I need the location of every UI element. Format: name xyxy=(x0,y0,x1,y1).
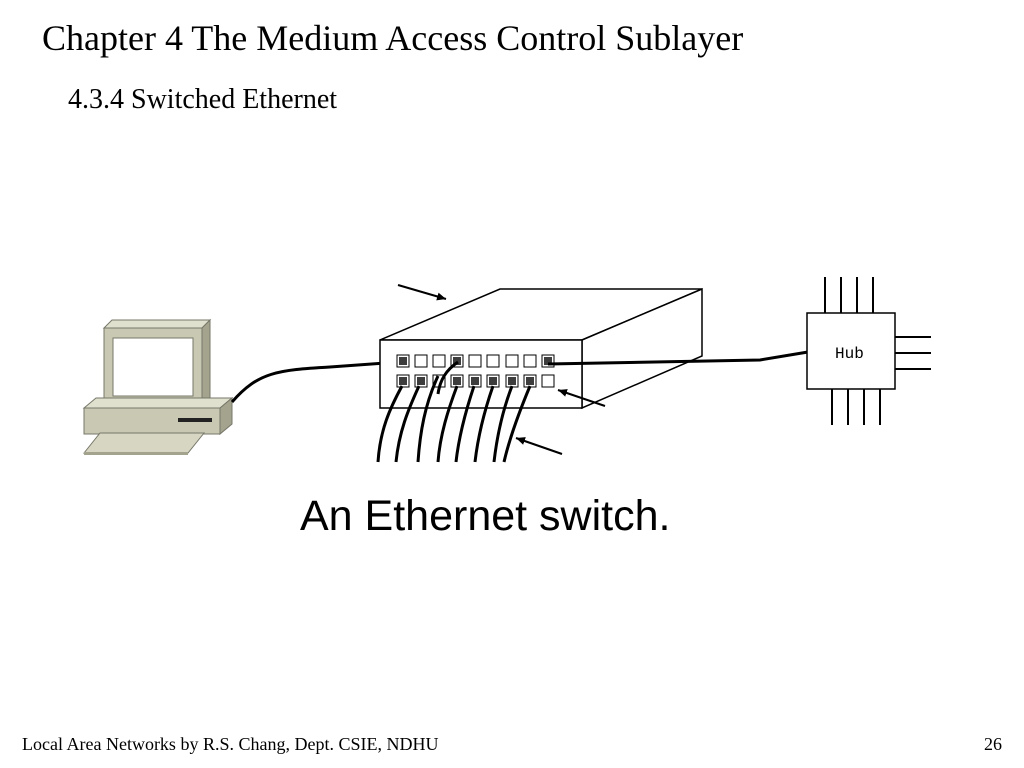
switch-port-plug xyxy=(453,377,461,385)
switch-port-plug xyxy=(417,377,425,385)
switch-port-plug xyxy=(489,377,497,385)
section-title: 4.3.4 Switched Ethernet xyxy=(68,84,338,115)
hub-icon: Hub xyxy=(806,277,931,425)
switch-port xyxy=(505,354,519,368)
switch-port-plug xyxy=(399,377,407,385)
switch-port-plug xyxy=(471,377,479,385)
page-number: 26 xyxy=(984,734,1002,754)
arrow-icon xyxy=(397,284,606,455)
computer-icon xyxy=(82,318,234,455)
figure-caption: An Ethernet switch. xyxy=(300,492,671,540)
switch-port xyxy=(523,354,537,368)
switch-port-plug xyxy=(544,357,552,365)
switch-port xyxy=(414,354,428,368)
switch-port xyxy=(486,354,500,368)
footer-credit: Local Area Networks by R.S. Chang, Dept.… xyxy=(22,734,439,754)
cable-switch-to-hub xyxy=(547,350,809,366)
ethernet-switch-icon xyxy=(379,287,703,410)
switch-port-plug xyxy=(526,377,534,385)
switch-port xyxy=(468,354,482,368)
cable-computer-to-switch xyxy=(230,360,401,403)
switch-port-plug xyxy=(399,357,407,365)
chapter-title: Chapter 4 The Medium Access Control Subl… xyxy=(42,18,744,58)
switch-port-plug xyxy=(508,377,516,385)
switch-port xyxy=(432,354,446,368)
switch-port xyxy=(541,374,555,388)
switch-drop-cables xyxy=(376,375,532,463)
cable-port-up xyxy=(436,360,459,395)
hub-label: Hub xyxy=(835,345,864,363)
